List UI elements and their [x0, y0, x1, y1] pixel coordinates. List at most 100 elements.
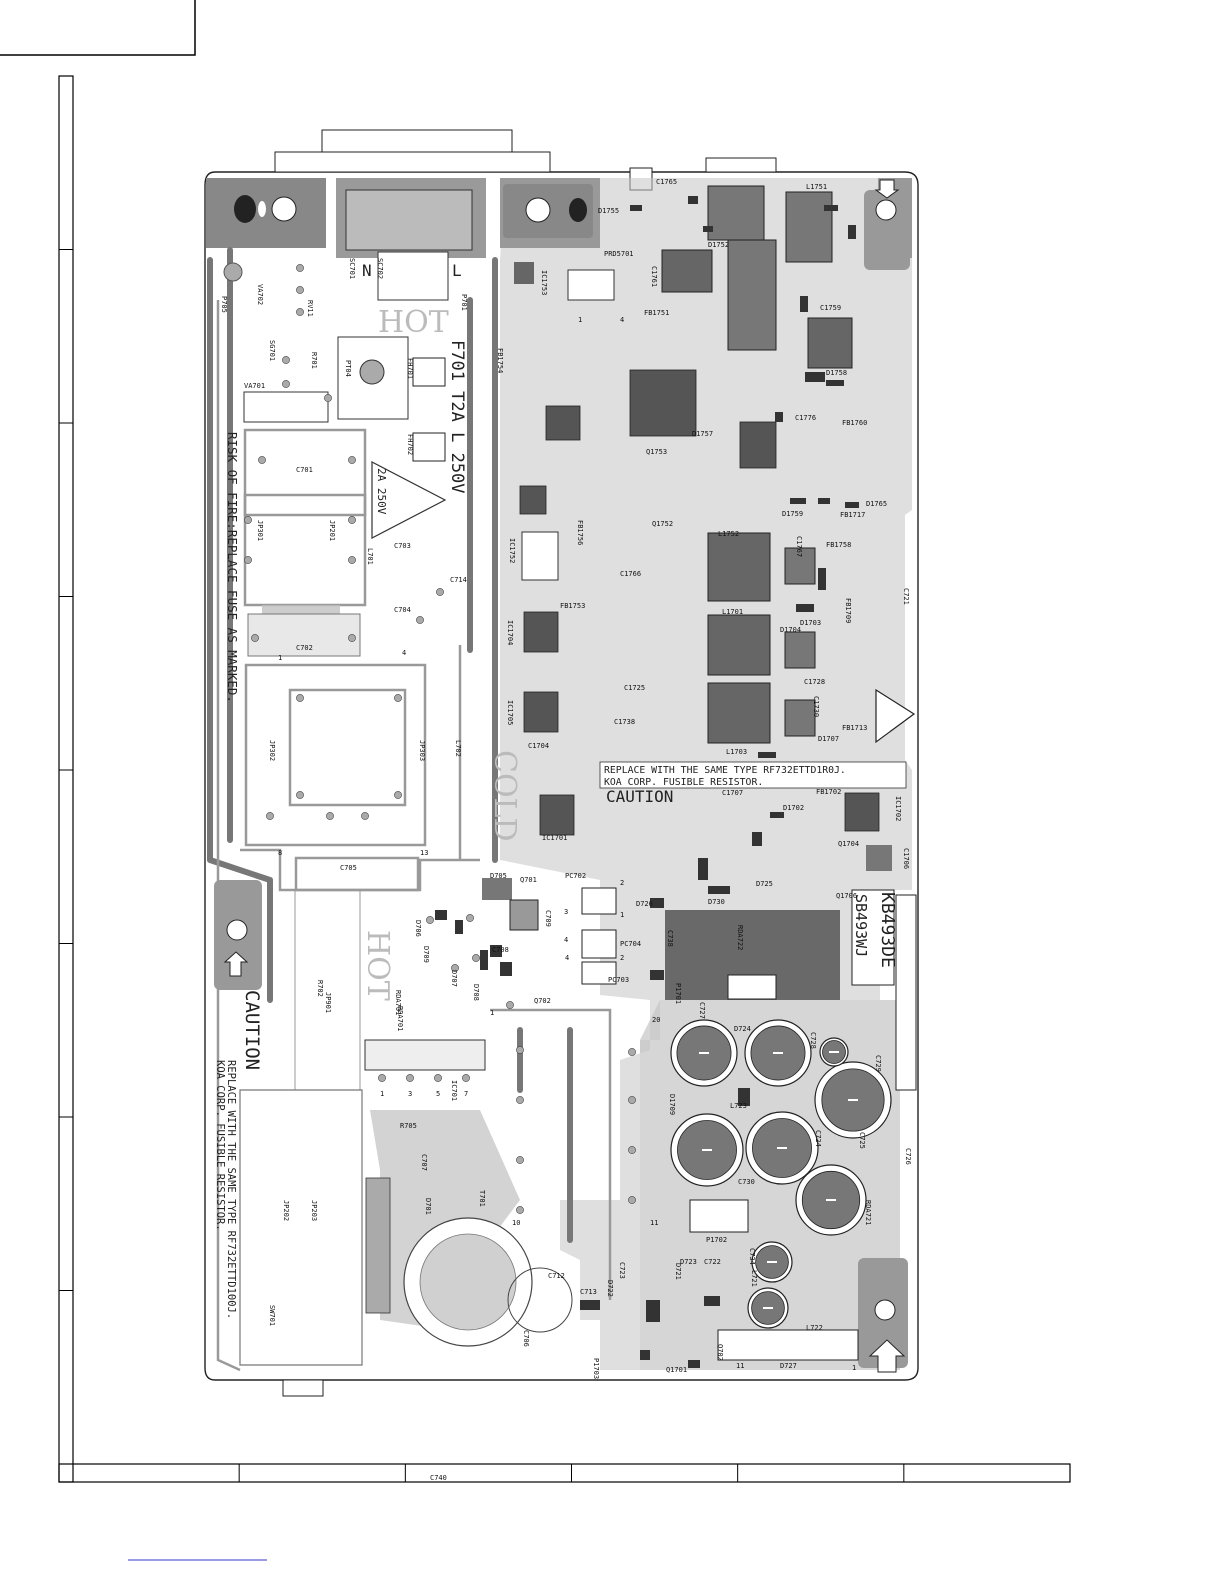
component-label: FH701 — [406, 358, 414, 379]
hot-side-parts — [214, 184, 910, 1368]
component-label: D1707 — [818, 735, 839, 743]
component-label: C1704 — [528, 742, 549, 750]
component-label: IC1753 — [540, 270, 548, 295]
pin-number: 2 — [620, 954, 624, 962]
component-label: C725 — [858, 1132, 866, 1149]
component-label: JP302 — [268, 740, 276, 761]
pin-number: 1 — [278, 654, 282, 662]
component-label: L1752 — [718, 530, 739, 538]
electrolytic-capacitor — [747, 1287, 789, 1329]
terminal-n: N — [362, 261, 372, 280]
component-label: D705 — [490, 872, 507, 880]
solder-pad — [282, 356, 290, 364]
solder-pad — [348, 634, 356, 642]
smd-component — [500, 962, 512, 976]
component-label: D1709 — [668, 1094, 676, 1115]
smd-component — [805, 372, 825, 382]
component-label: C1706 — [902, 848, 910, 869]
component-label: C702 — [296, 644, 313, 652]
pin-number: 2 — [620, 879, 624, 887]
component-label: R705 — [400, 1122, 417, 1130]
solder-pad — [628, 1146, 636, 1154]
component-label: JP301 — [256, 520, 264, 541]
cold-label: COLD — [487, 750, 522, 842]
component-label: FB1756 — [576, 520, 584, 545]
solder-pad — [394, 791, 402, 799]
component-label: JP202 — [282, 1200, 290, 1221]
electrolytic-capacitor — [814, 1061, 892, 1139]
component-label: FB1713 — [842, 724, 867, 732]
smd-component — [738, 1088, 750, 1106]
component-label: VA701 — [244, 382, 265, 390]
smd-component — [640, 1350, 650, 1360]
part-code-1: KB493DE — [877, 892, 898, 968]
component-label: C722 — [704, 1258, 721, 1266]
pin-number: 4 — [402, 649, 406, 657]
solder-pad — [296, 791, 304, 799]
page-frame — [0, 0, 1071, 1561]
component-label: PC703 — [608, 976, 629, 984]
component-label: D1765 — [866, 500, 887, 508]
component-label: C728 — [809, 1032, 817, 1049]
component-label: D1758 — [826, 369, 847, 377]
component-label: P1703 — [592, 1358, 600, 1379]
smd-component — [580, 1300, 600, 1310]
component-label: RDA701 — [394, 990, 402, 1015]
solder-pad — [361, 812, 369, 820]
component-label: C701 — [296, 466, 313, 474]
electrolytic-capacitor — [670, 1019, 738, 1087]
electrolytic-capacitor — [670, 1113, 744, 1187]
solder-pad — [348, 516, 356, 524]
solder-pad — [296, 286, 304, 294]
fuse2-rating: 2A 250V — [375, 468, 388, 515]
solder-pad — [516, 1046, 524, 1054]
component-label: Q702 — [534, 997, 551, 1005]
solder-pad — [348, 556, 356, 564]
component-label: D723 — [680, 1258, 697, 1266]
component-label: PRD5701 — [604, 250, 634, 258]
pin-number: 13 — [420, 849, 428, 857]
component-label: IC1702 — [894, 796, 902, 821]
component-label: D1752 — [708, 241, 729, 249]
smd-component — [824, 205, 838, 211]
component-label: RV11 — [306, 300, 314, 317]
component-label: R701 — [310, 352, 318, 369]
component-label: FB1758 — [826, 541, 851, 549]
smd-component — [650, 970, 664, 980]
component-label: C712 — [548, 1272, 565, 1280]
component-label: P1701 — [674, 983, 682, 1004]
caution-center-line2: KOA CORP. FUSIBLE RESISTOR. — [604, 777, 763, 788]
component-label: D701 — [424, 1198, 432, 1215]
component-label: SC702 — [376, 258, 384, 279]
component-label: PT04 — [344, 360, 352, 377]
component-label: IC1752 — [508, 538, 516, 563]
solder-pad — [244, 516, 252, 524]
component-label: D1755 — [598, 207, 619, 215]
component-label: D707 — [450, 970, 458, 987]
smd-component — [646, 1300, 660, 1322]
caution-left-line2: KOA CORP. FUSIBLE RESISTOR. — [214, 1060, 226, 1231]
component-label: RDA722 — [736, 925, 744, 950]
component-label: Q702 — [716, 1344, 724, 1361]
component-label: C1766 — [620, 570, 641, 578]
pin-number: 4 — [564, 936, 568, 944]
component-label: C714 — [450, 576, 467, 584]
component-label: L701 — [366, 548, 374, 565]
fuse-rating: F701 T2A L 250V — [447, 340, 467, 494]
part-code-2: SB493WJ — [852, 894, 870, 957]
solder-pad — [296, 264, 304, 272]
solder-pad — [506, 1001, 514, 1009]
component-label: C1725 — [624, 684, 645, 692]
component-label: C1728 — [804, 678, 825, 686]
component-label: C724 — [814, 1130, 822, 1147]
component-label: L1703 — [726, 748, 747, 756]
smd-component — [800, 296, 808, 312]
solder-pad — [326, 812, 334, 820]
component-label: Q1706 — [836, 892, 857, 900]
solder-pad — [516, 1206, 524, 1214]
solder-pad — [296, 308, 304, 316]
smd-component — [698, 858, 708, 880]
component-label: PC702 — [565, 872, 586, 880]
component-label: D1704 — [780, 626, 801, 634]
